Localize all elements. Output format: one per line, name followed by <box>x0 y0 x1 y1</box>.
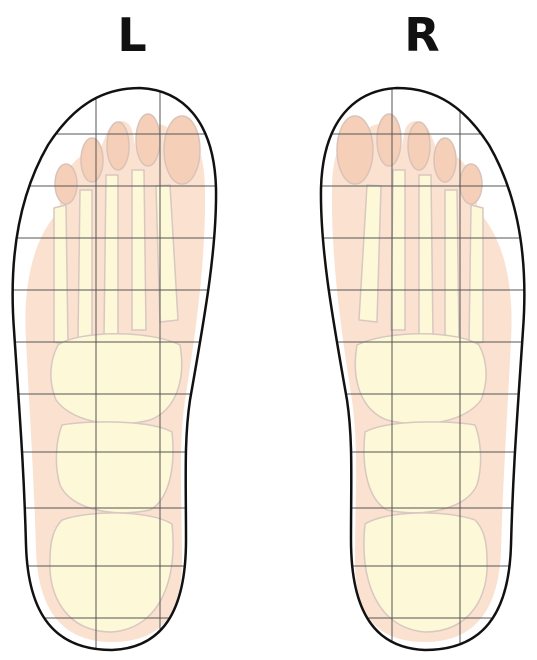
left-foot <box>0 80 260 660</box>
right-foot-anatomy <box>332 114 512 642</box>
left-foot-anatomy <box>25 114 205 642</box>
right-foot <box>280 80 537 660</box>
